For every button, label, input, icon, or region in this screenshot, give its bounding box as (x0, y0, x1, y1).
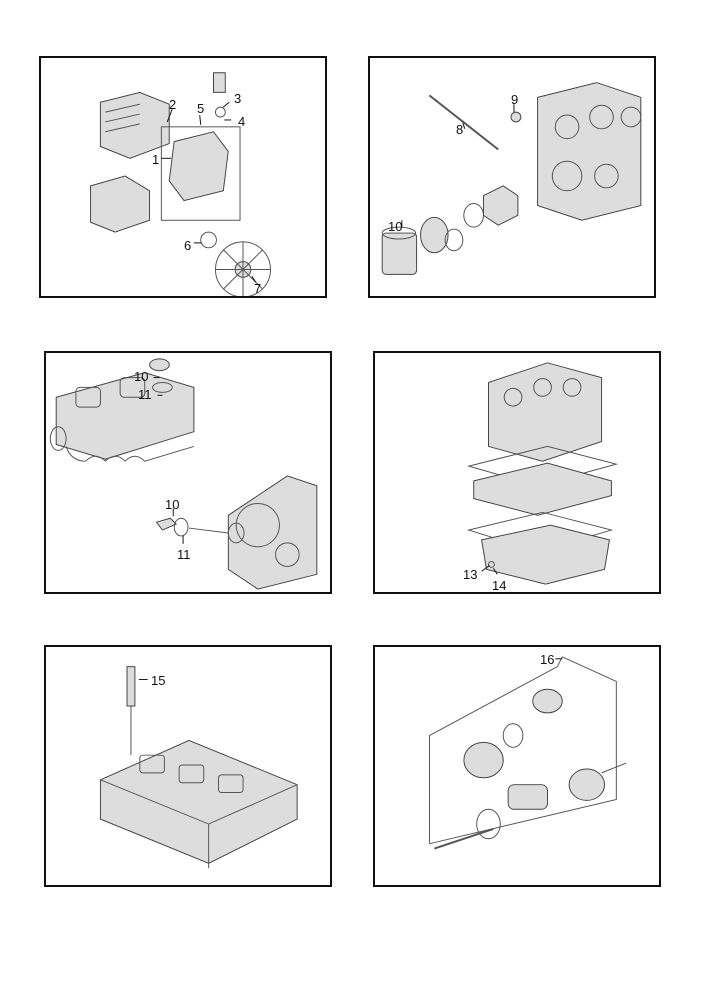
panel-glow-plug: 15 (44, 645, 332, 887)
callout-8: 8 (456, 122, 464, 137)
panel-oil-filler-caps: 10 11 10 11 (44, 351, 332, 594)
callout-3: 3 (234, 91, 242, 106)
callout-10: 10 (388, 219, 403, 234)
callout-4: 4 (238, 114, 246, 129)
filler-caps-illustration (49, 358, 318, 590)
callout-13: 13 (463, 567, 478, 582)
water-pump-illustration (90, 72, 272, 296)
callout-11b: 11 (177, 547, 191, 562)
panel-water-pump: 1 2 3 4 5 6 7 (39, 56, 327, 298)
callout-15: 15 (151, 673, 166, 688)
panel-oil-pan: 13 14 (373, 351, 661, 594)
callout-5: 5 (197, 101, 205, 116)
panel-oil-filter: 8 9 10 (368, 56, 656, 298)
cylinder-head-illustration (99, 666, 298, 869)
callout-10b: 10 (165, 497, 180, 512)
oil-filter-illustration (381, 82, 642, 275)
callout-14: 14 (492, 578, 507, 593)
callout-16: 16 (540, 652, 555, 667)
callout-6: 6 (184, 238, 192, 253)
callout-9: 9 (511, 92, 519, 107)
callout-10a: 10 (134, 369, 149, 384)
callout-11a: 11 (138, 387, 152, 402)
callout-7: 7 (254, 281, 262, 296)
callout-1: 1 (152, 152, 160, 167)
callout-2: 2 (169, 97, 177, 112)
oil-pan-illustration (466, 362, 619, 585)
panel-starter: 16 (373, 645, 661, 887)
starter-illustration (428, 656, 627, 850)
